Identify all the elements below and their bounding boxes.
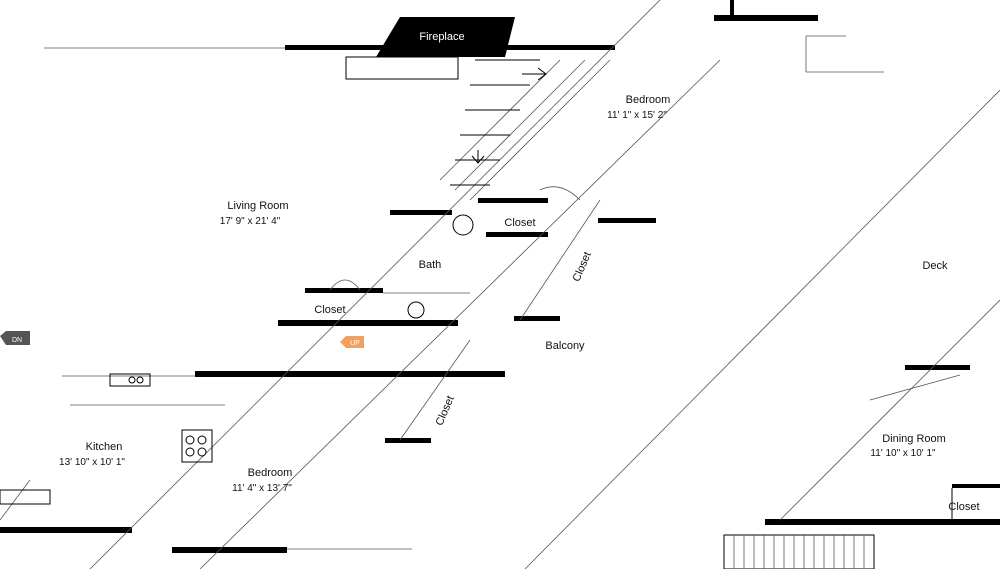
closet-mid-label: Closet <box>314 304 345 316</box>
living-room-dims: 17' 9" x 21' 4" <box>220 216 281 227</box>
dining-room-dims: 11' 10" x 10' 1" <box>870 448 936 459</box>
bedroom-bottom-label: Bedroom <box>248 467 293 479</box>
deck-railing <box>723 534 875 569</box>
left-marker-tag: DN <box>12 337 22 344</box>
balcony-label: Balcony <box>545 340 585 352</box>
bedroom-top-dims: 11' 1" x 15' 2" <box>607 110 667 121</box>
room-labels: Bedroom 11' 1" x 15' 2" Living Room 17' … <box>59 94 980 513</box>
closet-vertical-label: Closet <box>571 250 594 283</box>
closet-lower-label: Closet <box>434 394 457 427</box>
toilet-icon <box>452 214 474 236</box>
stairs <box>450 59 547 186</box>
dining-room-label: Dining Room <box>882 433 946 445</box>
stairs-arrow-icon <box>522 67 547 81</box>
kitchen-label: Kitchen <box>86 441 123 453</box>
direction-markers: DN UP <box>0 331 364 348</box>
closet-br-label: Closet <box>948 501 979 513</box>
fixtures <box>0 186 581 505</box>
living-room-label: Living Room <box>227 200 288 212</box>
center-marker-icon: UP <box>340 336 364 348</box>
counter-icon <box>0 489 51 505</box>
sink-icon <box>407 301 425 319</box>
stove-icon <box>109 373 151 387</box>
fireplace-label: Fireplace <box>419 31 464 43</box>
range-icon <box>181 429 213 463</box>
center-marker-tag: UP <box>350 340 360 347</box>
stairs-down-arrow-icon <box>471 150 485 164</box>
kitchen-dims: 13' 10" x 10' 1" <box>59 457 125 468</box>
door-swing-icon <box>329 279 361 291</box>
left-marker-icon: DN <box>0 331 30 345</box>
deck-label: Deck <box>922 260 948 272</box>
closet-top-label: Closet <box>504 217 535 229</box>
walls <box>0 0 1000 553</box>
bedroom-bottom-dims: 11' 4" x 13' 7" <box>232 483 292 494</box>
bedroom-top-label: Bedroom <box>626 94 671 106</box>
door-swing-icon <box>539 186 581 201</box>
bath-label: Bath <box>419 259 442 271</box>
